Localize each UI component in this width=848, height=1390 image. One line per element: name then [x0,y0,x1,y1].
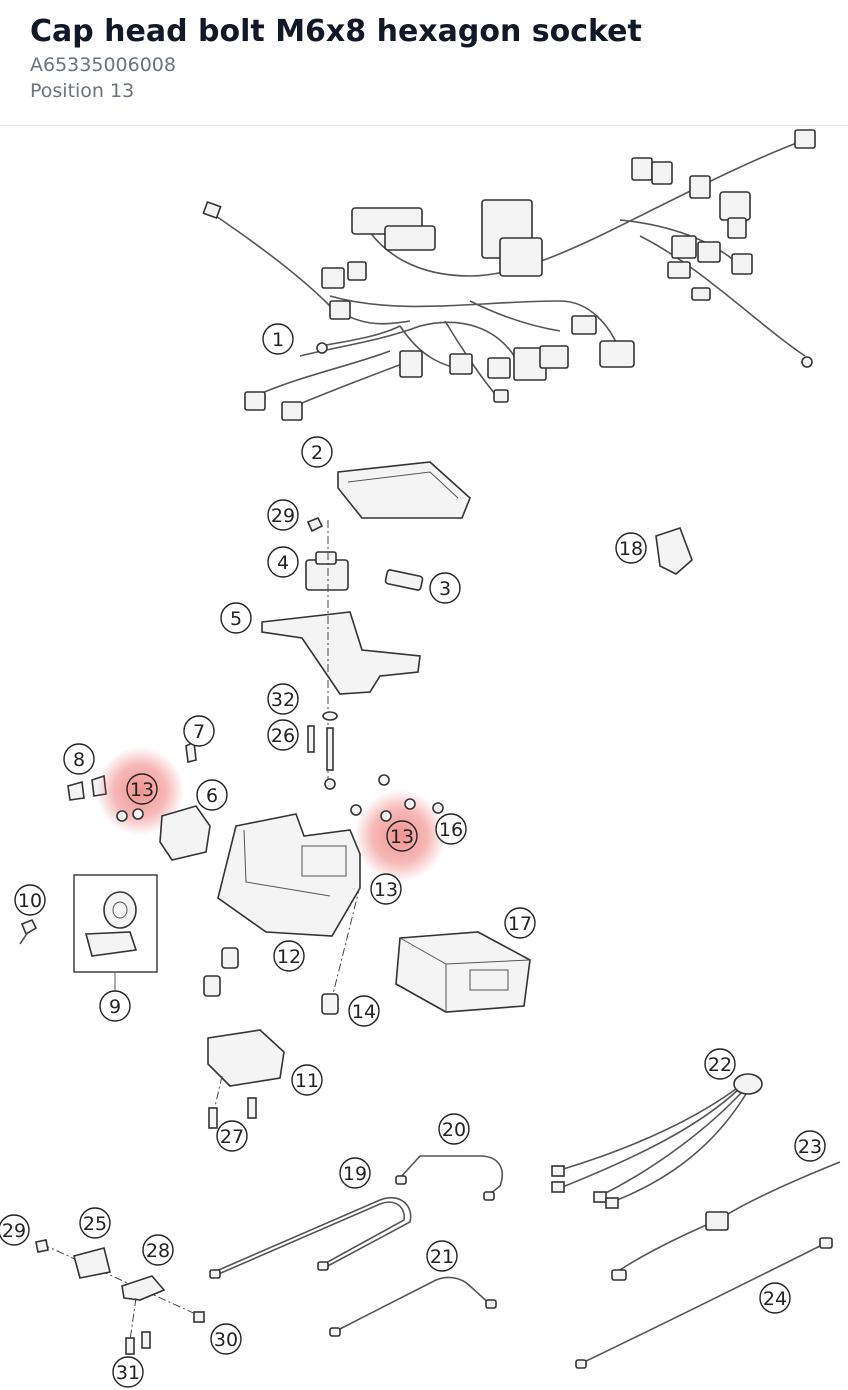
callout-label: 9 [109,996,121,1018]
callout-label: 11 [295,1070,319,1092]
callout-label: 16 [439,819,463,841]
cable-21 [329,1276,497,1337]
callout-label: 2 [311,442,323,464]
callout-label: 3 [439,578,451,600]
callout-label: 10 [18,890,42,912]
callout-label: 6 [206,785,218,807]
callout-label: 13 [374,879,398,901]
exploded-parts-diagram: 1 2 29 4 3 18 5 32 26 7 8 13 6 13 16 13 … [0,129,841,1388]
callout-label: 31 [116,1362,140,1384]
callout-label: 30 [214,1329,238,1351]
rubber-cap [655,526,693,575]
part-position: Position 13 [30,80,135,102]
callout-9[interactable]: 9 [99,990,131,1022]
callout-8[interactable]: 8 [63,743,95,775]
callout-label: 19 [343,1163,367,1185]
callout-label: 28 [146,1240,170,1262]
battery [395,931,531,1013]
rubber-dampers [203,947,339,1015]
sensor-bracket-assembly [35,1239,205,1355]
callout-label: 27 [220,1126,244,1148]
callout-5[interactable]: 5 [220,602,252,634]
callout-21[interactable]: 21 [426,1240,458,1272]
nut-29 [306,516,324,533]
fuse [384,569,424,591]
callout-7[interactable]: 7 [183,715,215,747]
callout-13-highlighted[interactable]: 13 [386,820,418,852]
callout-label: 22 [708,1054,732,1076]
control-unit [337,461,471,519]
cable-24 [575,1237,833,1369]
callout-label: 20 [442,1119,466,1141]
relay-box [159,805,211,861]
callout-3[interactable]: 3 [429,572,461,604]
callout-17[interactable]: 17 [504,907,536,939]
callout-4[interactable]: 4 [267,546,299,578]
callout-label: 8 [73,749,85,771]
callout-22[interactable]: 22 [704,1048,736,1080]
callout-label: 13 [130,779,154,801]
screw-10 [19,918,38,945]
cable-19 [209,1197,412,1279]
callout-label: 13 [390,826,414,848]
callout-14[interactable]: 14 [348,995,380,1027]
callout-label: 26 [271,725,295,747]
callout-label: 7 [193,721,205,743]
callout-label: 29 [271,505,295,527]
callout-label: 25 [83,1213,107,1235]
battery-tray [217,813,361,1007]
callout-10[interactable]: 10 [14,884,46,916]
highlight-glow-right [354,790,446,882]
callout-label: 29 [2,1220,26,1242]
tray-screws [324,774,444,822]
callout-label: 1 [272,329,284,351]
callout-29[interactable]: 29 [267,499,299,531]
callout-28[interactable]: 28 [142,1234,174,1266]
washer [322,711,338,721]
callout-20[interactable]: 20 [438,1113,470,1145]
callout-label: 32 [271,689,295,711]
bracket [261,520,421,786]
main-wiring-harness [202,129,816,421]
callout-23[interactable]: 23 [794,1130,826,1162]
callout-24[interactable]: 24 [759,1282,791,1314]
callout-label: 23 [798,1136,822,1158]
part-number: A65335006008 [30,54,176,76]
callout-31[interactable]: 31 [112,1356,144,1388]
callout-27[interactable]: 27 [216,1120,248,1152]
callout-11[interactable]: 11 [291,1064,323,1096]
cable-23 [611,1161,841,1281]
callout-13-highlighted[interactable]: 13 [126,773,158,805]
callout-2[interactable]: 2 [301,436,333,468]
callout-label: 12 [277,946,301,968]
callout-label: 17 [508,913,532,935]
callout-label: 14 [352,1001,376,1023]
callout-29-lower[interactable]: 29 [0,1214,30,1246]
callout-label: 18 [619,538,643,560]
kit-box [73,874,158,992]
callout-25[interactable]: 25 [79,1207,111,1239]
callout-18[interactable]: 18 [615,532,647,564]
cable-20 [395,1155,504,1201]
part-header: Cap head bolt M6x8 hexagon socket A65335… [0,0,848,126]
callout-12[interactable]: 12 [273,940,305,972]
callout-19[interactable]: 19 [339,1157,371,1189]
sub-harness-22 [551,1073,763,1209]
callout-26[interactable]: 26 [267,719,299,751]
callout-16[interactable]: 16 [435,813,467,845]
callout-label: 5 [230,608,242,630]
callout-32[interactable]: 32 [267,683,299,715]
callout-30[interactable]: 30 [210,1323,242,1355]
callout-label: 21 [430,1246,454,1268]
bolts-26 [307,725,334,771]
callout-6[interactable]: 6 [196,779,228,811]
callout-13[interactable]: 13 [370,873,402,905]
voltage-regulator [207,1029,285,1129]
callout-label: 4 [277,552,289,574]
part-title: Cap head bolt M6x8 hexagon socket [30,14,642,49]
relay [305,551,349,591]
highlighted-bolts-left [116,808,144,822]
callout-1[interactable]: 1 [262,323,294,355]
callout-label: 24 [763,1288,787,1310]
